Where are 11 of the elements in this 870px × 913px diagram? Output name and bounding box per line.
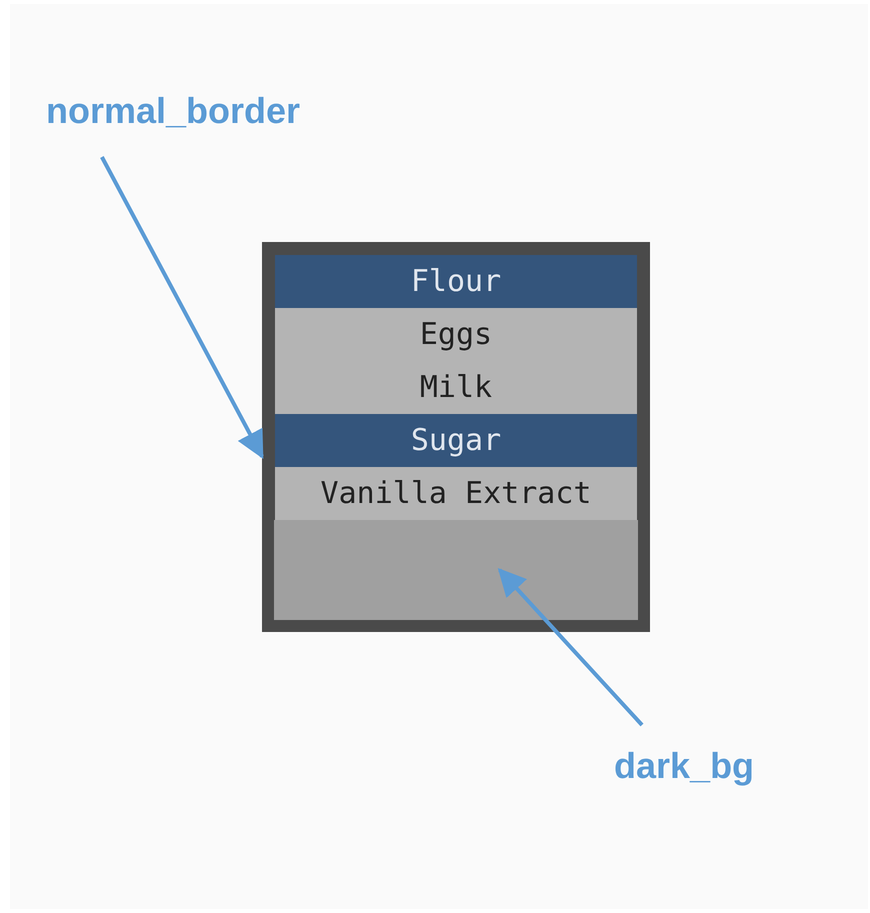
list-item: Sugar bbox=[275, 414, 637, 467]
list-item: Vanilla Extract bbox=[275, 467, 637, 520]
callout-label: normal_border bbox=[46, 90, 300, 132]
leader-arrow bbox=[100, 156, 264, 459]
leader-arrow bbox=[498, 568, 644, 726]
list-box bbox=[262, 242, 650, 632]
list-item: Milk bbox=[275, 361, 637, 414]
list-item: Flour bbox=[275, 255, 637, 308]
callout-label: dark_bg bbox=[614, 745, 754, 787]
list-item: Eggs bbox=[275, 308, 637, 361]
empty-list-area bbox=[274, 520, 638, 620]
